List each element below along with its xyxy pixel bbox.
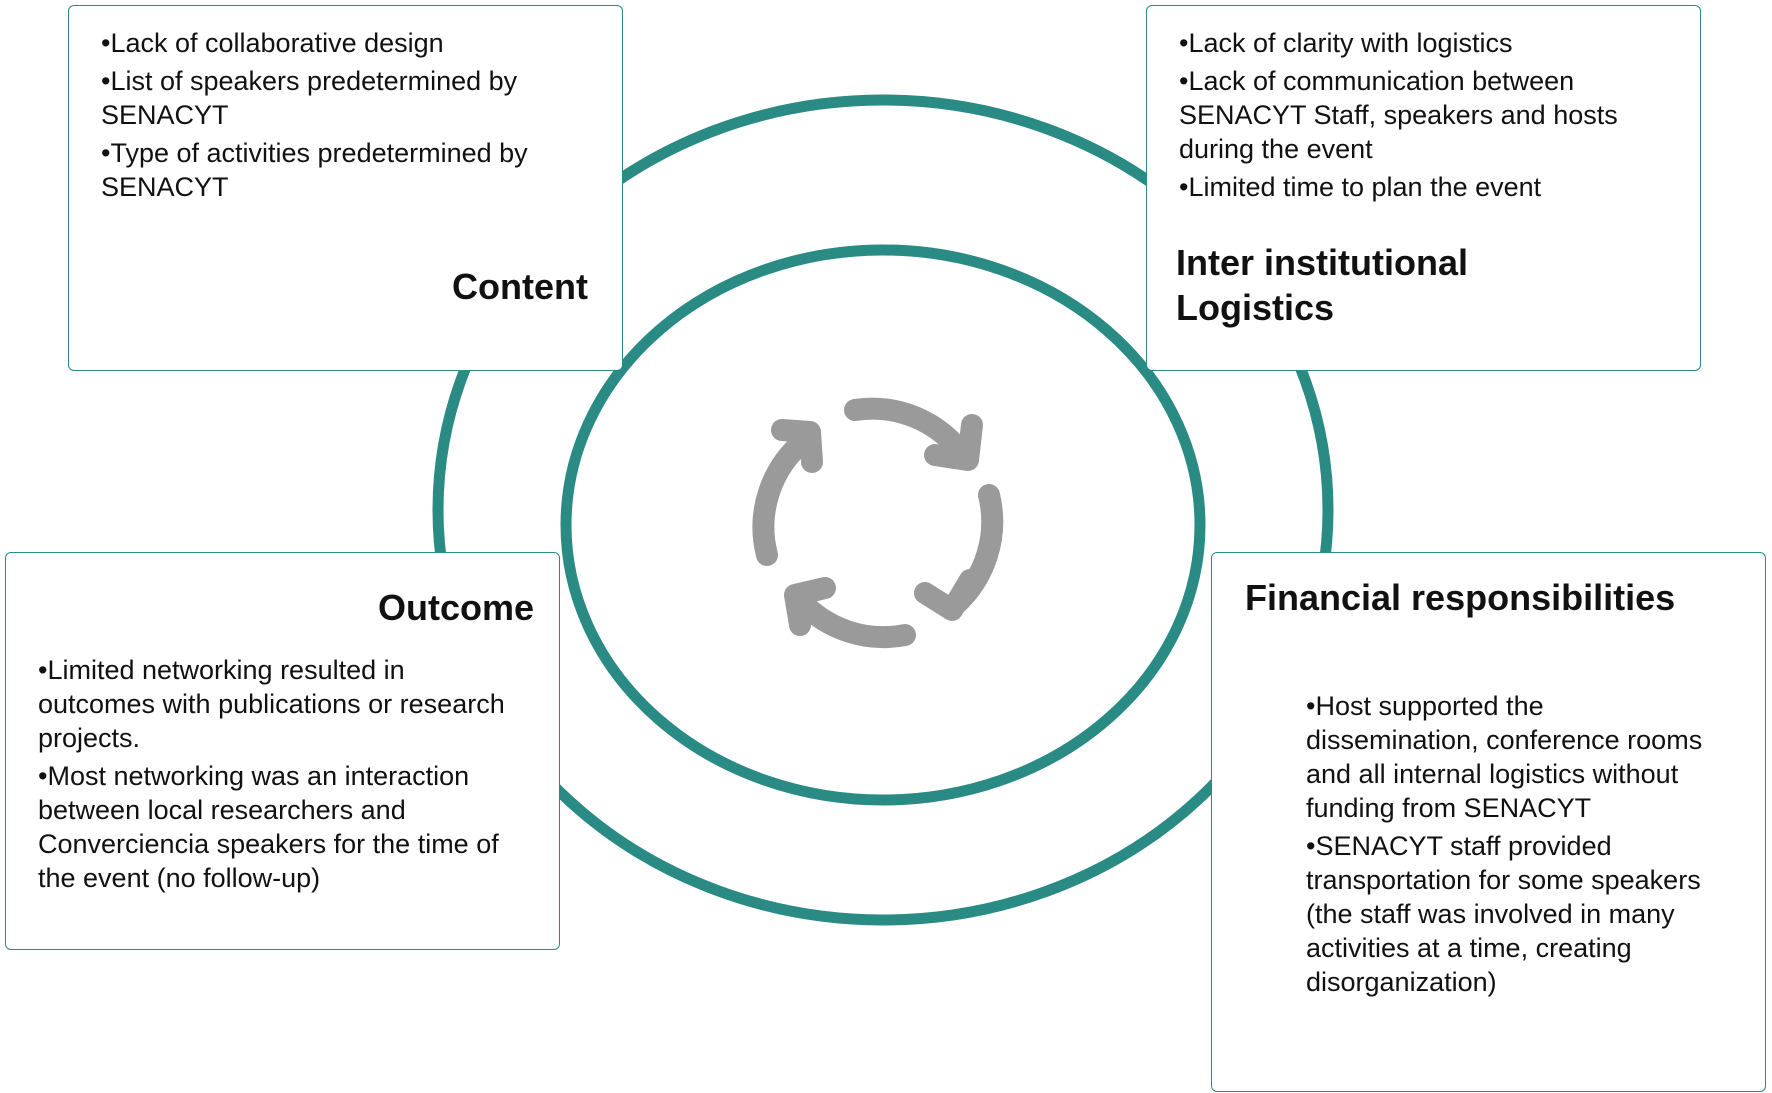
outer-ring	[432, 94, 1334, 926]
list-item: •Most networking was an interaction betw…	[38, 761, 499, 893]
logistics-heading: Inter institutional Logistics	[1176, 242, 1468, 328]
inner-ring	[560, 244, 1206, 806]
list-item: •Lack of clarity with logistics	[1179, 28, 1513, 58]
cycle-arrowhead-left	[771, 419, 823, 473]
logistics-box: •Lack of clarity with logistics •Lack of…	[1146, 5, 1701, 371]
cycle-arrowhead-top	[924, 414, 983, 471]
content-heading: Content	[452, 266, 588, 307]
outcome-heading: Outcome	[377, 587, 534, 628]
list-item: •List of speakers predetermined by SENAC…	[101, 66, 518, 130]
cycle-arc-left	[752, 429, 816, 566]
cycle-arc-top	[844, 397, 974, 466]
logistics-items: •Lack of clarity with logistics •Lack of…	[1179, 26, 1619, 208]
list-item: •Lack of communication between SENACYT S…	[1179, 66, 1618, 164]
financial-box: Financial responsibilities •Host support…	[1211, 552, 1766, 1092]
cycle-arc-bottom	[789, 589, 916, 649]
outcome-items: •Limited networking resulted in outcomes…	[38, 653, 508, 899]
list-item: •Type of activities predetermined by SEN…	[101, 138, 528, 202]
financial-items: •Host supported the dissemination, confe…	[1306, 689, 1716, 1003]
refresh-cycle-icon	[752, 397, 1004, 649]
list-item: •Limited time to plan the event	[1179, 172, 1542, 202]
cycle-arrowhead-bottom	[784, 577, 836, 636]
cycle-arrowhead-right	[914, 569, 981, 621]
list-item: •Host supported the dissemination, confe…	[1306, 691, 1703, 823]
content-items: •Lack of collaborative design •List of s…	[101, 26, 571, 208]
financial-heading: Financial responsibilities	[1245, 577, 1676, 618]
content-box: •Lack of collaborative design •List of s…	[68, 5, 623, 371]
list-item: •Limited networking resulted in outcomes…	[38, 655, 505, 753]
list-item: •Lack of collaborative design	[101, 28, 444, 58]
outcome-box: Outcome •Limited networking resulted in …	[5, 552, 560, 950]
list-item: •SENACYT staff provided transportation f…	[1306, 831, 1701, 997]
